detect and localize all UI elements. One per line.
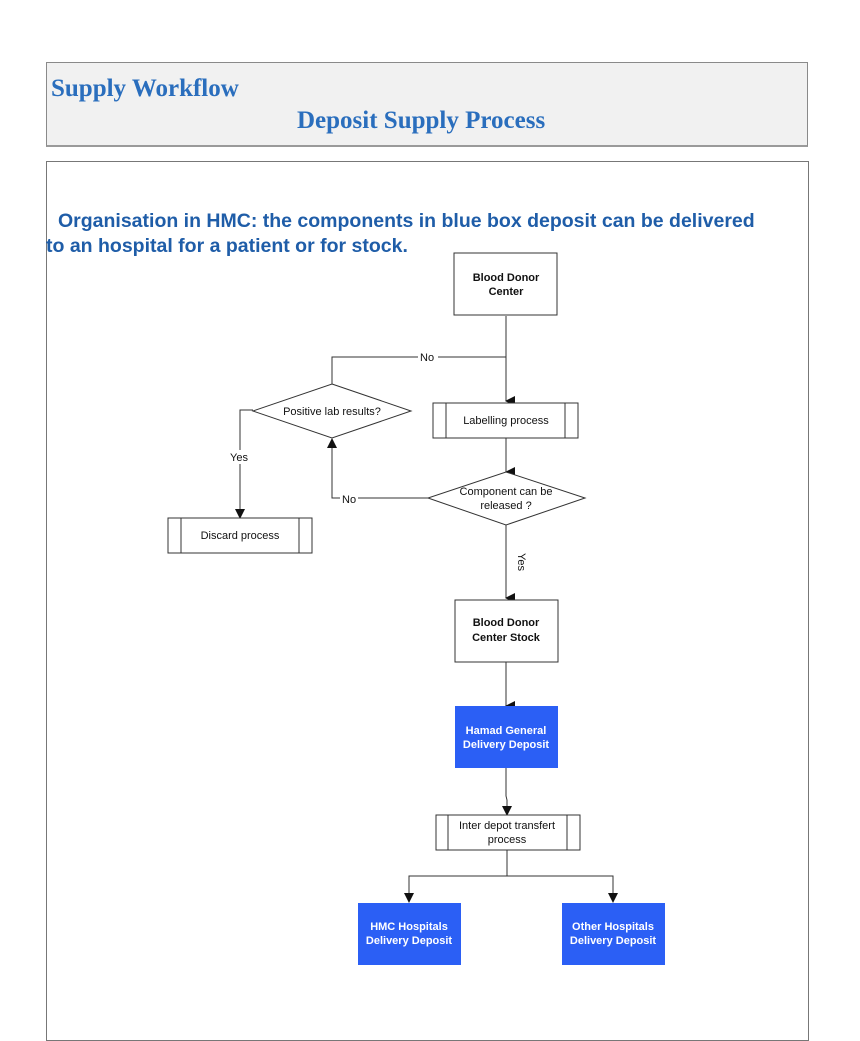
edge-label-no-left: No	[342, 494, 356, 506]
edge-inter-depot-split	[408, 850, 508, 902]
edge-positive-lab-yes-to-discard	[239, 409, 253, 518]
node-label: Blood Donor	[473, 617, 540, 629]
node-label: Discard process	[201, 530, 280, 542]
node-label: Center Stock	[472, 632, 541, 644]
arrowhead-hmc	[404, 893, 414, 903]
node-hmc-hospitals-deposit: HMC Hospitals Delivery Deposit	[358, 903, 461, 965]
arrowhead-other	[608, 893, 618, 903]
node-label: Labelling process	[463, 415, 549, 427]
header-panel: Supply Workflow Deposit Supply Process	[46, 62, 808, 147]
node-label: Blood Donor	[473, 272, 540, 284]
page-subtitle: Deposit Supply Process	[297, 107, 546, 134]
node-positive-lab-results: Positive lab results?	[251, 383, 413, 439]
node-blood-donor-center-stock: Blood Donor Center Stock	[454, 599, 559, 663]
node-label: Delivery Deposit	[366, 935, 453, 947]
node-label: Center	[489, 286, 525, 298]
node-other-hospitals-deposit: Other Hospitals Delivery Deposit	[562, 903, 665, 965]
edge-no-to-positive-lab	[331, 356, 506, 384]
node-label: Delivery Deposit	[463, 739, 550, 751]
node-blood-donor-center: Blood Donor Center	[453, 252, 558, 316]
edge-label-yes-discard: Yes	[230, 452, 248, 464]
arrowhead-discard	[235, 509, 245, 519]
arrowhead-positive-lab-up	[327, 438, 337, 448]
node-label: HMC Hospitals	[370, 921, 448, 933]
node-label: Hamad General	[466, 725, 547, 737]
node-label: Positive lab results?	[283, 406, 381, 418]
node-label: Component can be	[460, 486, 553, 498]
node-inter-depot-transfert: Inter depot transfert process	[435, 814, 581, 851]
node-component-released: Component can be released ?	[426, 471, 587, 526]
node-label: Other Hospitals	[572, 921, 654, 933]
node-label: Inter depot transfert	[459, 820, 555, 832]
intro-line-1: Organisation in HMC: the components in b…	[58, 210, 755, 232]
edge-label-no-top: No	[420, 352, 434, 364]
intro-line-2: to an hospital for a patient or for stoc…	[46, 235, 408, 257]
node-label: released ?	[480, 500, 531, 512]
arrowhead-inter-depot	[502, 806, 512, 816]
node-label: process	[488, 834, 527, 846]
intro-text: Organisation in HMC: the components in b…	[46, 209, 806, 259]
edge-inter-depot-to-other	[507, 875, 614, 902]
node-hamad-general-deposit: Hamad General Delivery Deposit	[455, 706, 558, 768]
edge-release-no-to-positive-lab	[331, 439, 428, 499]
node-labelling-process: Labelling process	[432, 402, 579, 439]
page-title: Supply Workflow	[51, 75, 239, 102]
node-label: Delivery Deposit	[570, 935, 657, 947]
edge-label-yes-release: Yes	[515, 553, 527, 571]
node-discard-process: Discard process	[167, 517, 313, 554]
